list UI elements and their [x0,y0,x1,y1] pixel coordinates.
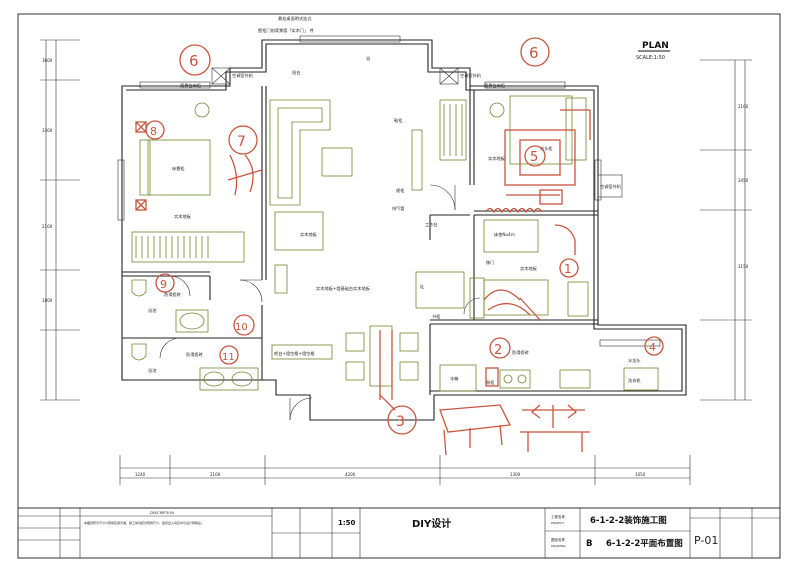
door-swings [159,184,481,421]
svg-text:4200: 4200 [345,472,356,477]
windows [117,35,661,347]
title-block-sheet-no: P-01 [694,534,718,547]
svg-text:床靠柜: 床靠柜 [172,165,185,172]
svg-text:1050: 1050 [635,472,646,477]
svg-text:防滑瓷砖: 防滑瓷砖 [186,351,203,358]
dimension-lines-right [700,59,752,401]
svg-text:2100: 2100 [42,224,53,229]
title-block-description-head: DESCRIPTION [150,511,174,515]
svg-text:洗衣机: 洗衣机 [628,377,641,384]
svg-text:防滑瓷砖: 防滑瓷砖 [164,291,181,298]
svg-text:冰箱: 冰箱 [450,375,458,382]
svg-text:浴池: 浴池 [148,367,157,374]
svg-text:厨柜: 厨柜 [486,379,494,386]
svg-text:10: 10 [235,322,248,333]
svg-text:悬挂桌面明式挂式: 悬挂桌面明式挂式 [278,15,312,22]
svg-text:移门: 移门 [486,259,494,266]
room-labels: 悬挂桌面明式挂式 壁柜门前背景墙「实木门」 件 阳台 浴 观景台床柜 观景台床柜… [148,15,641,386]
svg-text:2: 2 [494,343,502,358]
svg-text:5: 5 [530,150,538,165]
title-block [17,507,781,559]
svg-text:3450: 3450 [738,178,749,183]
svg-text:实木地板: 实木地板 [300,231,318,238]
title-block-drawing-name: 6-1-2-2平面布置图 [606,538,683,549]
furniture [131,95,659,392]
svg-text:吧台+墙空格+墙空格: 吧台+墙空格+墙空格 [274,350,315,357]
svg-text:6: 6 [529,44,539,62]
interior-walls [122,86,598,395]
svg-text:3150: 3150 [738,264,749,269]
svg-text:观景台床柜: 观景台床柜 [180,82,201,89]
dimension-texts: 1240 2100 4200 1300 1050 3600 3300 2100 … [42,58,749,477]
svg-text:灶: 灶 [420,283,424,290]
svg-text:观景台床柜: 观景台床柜 [484,82,505,89]
svg-text:11: 11 [222,352,235,363]
svg-text:水龙头: 水龙头 [628,357,641,364]
svg-text:书柜: 书柜 [432,313,440,320]
svg-text:阳台: 阳台 [292,69,300,76]
title-block-notes: 本图纸所示尺寸以现场实测为准，施工前请核对现场尺寸，如有出入请及时与设计师联系。 [84,520,204,525]
svg-text:3300: 3300 [42,128,53,133]
svg-text:6: 6 [189,52,199,70]
svg-text:实木地板: 实木地板 [488,155,506,162]
svg-text:7: 7 [237,134,246,150]
svg-text:壁柜门前背景墙「实木门」 件: 壁柜门前背景墙「实木门」 件 [258,27,314,34]
svg-text:床头柜: 床头柜 [540,145,553,152]
svg-text:3: 3 [396,414,405,430]
svg-text:2100: 2100 [210,472,221,477]
svg-text:防滑瓷砖: 防滑瓷砖 [512,349,529,356]
dimension-lines-left [40,39,80,401]
exterior-walls [121,39,687,421]
svg-text:8: 8 [150,125,157,138]
svg-text:排气管: 排气管 [392,205,405,212]
svg-text:视柜: 视柜 [396,187,404,194]
svg-text:空调室外机: 空调室外机 [232,72,254,79]
svg-text:2100: 2100 [738,104,749,109]
svg-text:浴: 浴 [366,55,371,62]
svg-text:实木地板+墙基础台实木地板: 实木地板+墙基础台实木地板 [316,285,371,292]
title-block-drawing-label: 图纸名称 [551,537,565,542]
svg-text:1: 1 [564,262,572,276]
svg-text:3600: 3600 [42,58,53,63]
title-block-diy: DIY设计 [412,517,451,530]
svg-text:空调室外机: 空调室外机 [460,72,482,79]
svg-text:1240: 1240 [135,472,146,477]
svg-text:实木地板: 实木地板 [174,213,192,220]
title-block-project-name: 6-1-2-2装饰施工图 [590,515,667,526]
plan-title: PLAN [642,41,669,51]
red-annotations: 6 6 7 8 5 1 2 3 4 9 10 11 [135,37,664,456]
plan-scale: SCALE:1:50 [636,55,665,61]
svg-text:9: 9 [160,278,167,291]
title-block-scale: 1:50 [338,519,356,527]
ac-units [211,67,459,85]
title-block-project-en: PROJECT [551,521,564,525]
svg-text:鞋柜: 鞋柜 [394,117,402,124]
svg-text:空调室外机: 空调室外机 [600,183,622,190]
title-block-drawing-prefix: B [586,539,592,549]
svg-text:床垫Nu4m: 床垫Nu4m [494,231,515,238]
svg-text:1800: 1800 [42,298,53,303]
svg-text:实木地板: 实木地板 [520,265,538,272]
dimension-lines-bottom [119,455,691,485]
svg-text:4: 4 [649,341,656,354]
svg-text:浴池: 浴池 [148,307,157,314]
svg-text:工作台: 工作台 [425,221,438,228]
title-block-project-label: 工程名称 [551,514,565,519]
svg-text:1300: 1300 [510,472,521,477]
title-block-drawing-en: DRAWING [551,544,566,548]
